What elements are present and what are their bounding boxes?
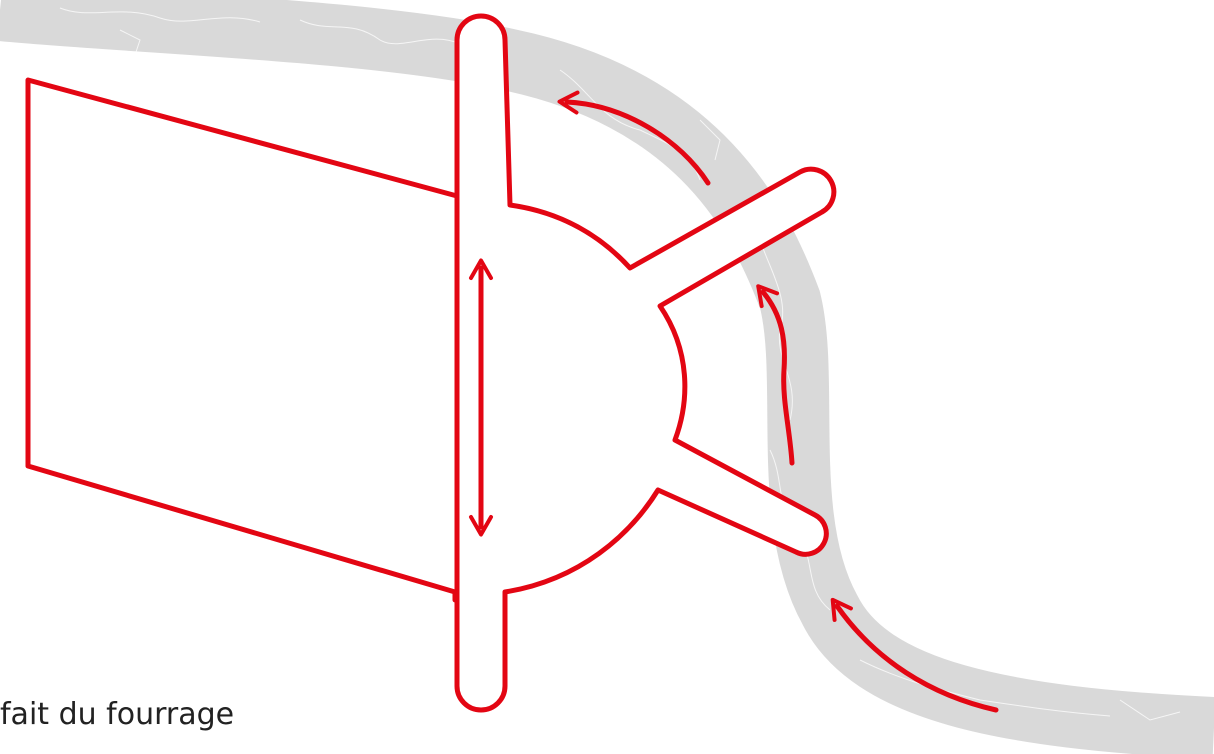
flow-arrow-bottom (830, 597, 999, 713)
flow-arrow-middle (756, 284, 795, 466)
machine-outline (25, 13, 837, 713)
caption-text: fait du fourrage (0, 697, 235, 732)
main-body (454, 13, 837, 713)
flow-arrow-top (557, 90, 711, 186)
hopper-body (25, 77, 460, 603)
flow-arrows (469, 90, 999, 713)
